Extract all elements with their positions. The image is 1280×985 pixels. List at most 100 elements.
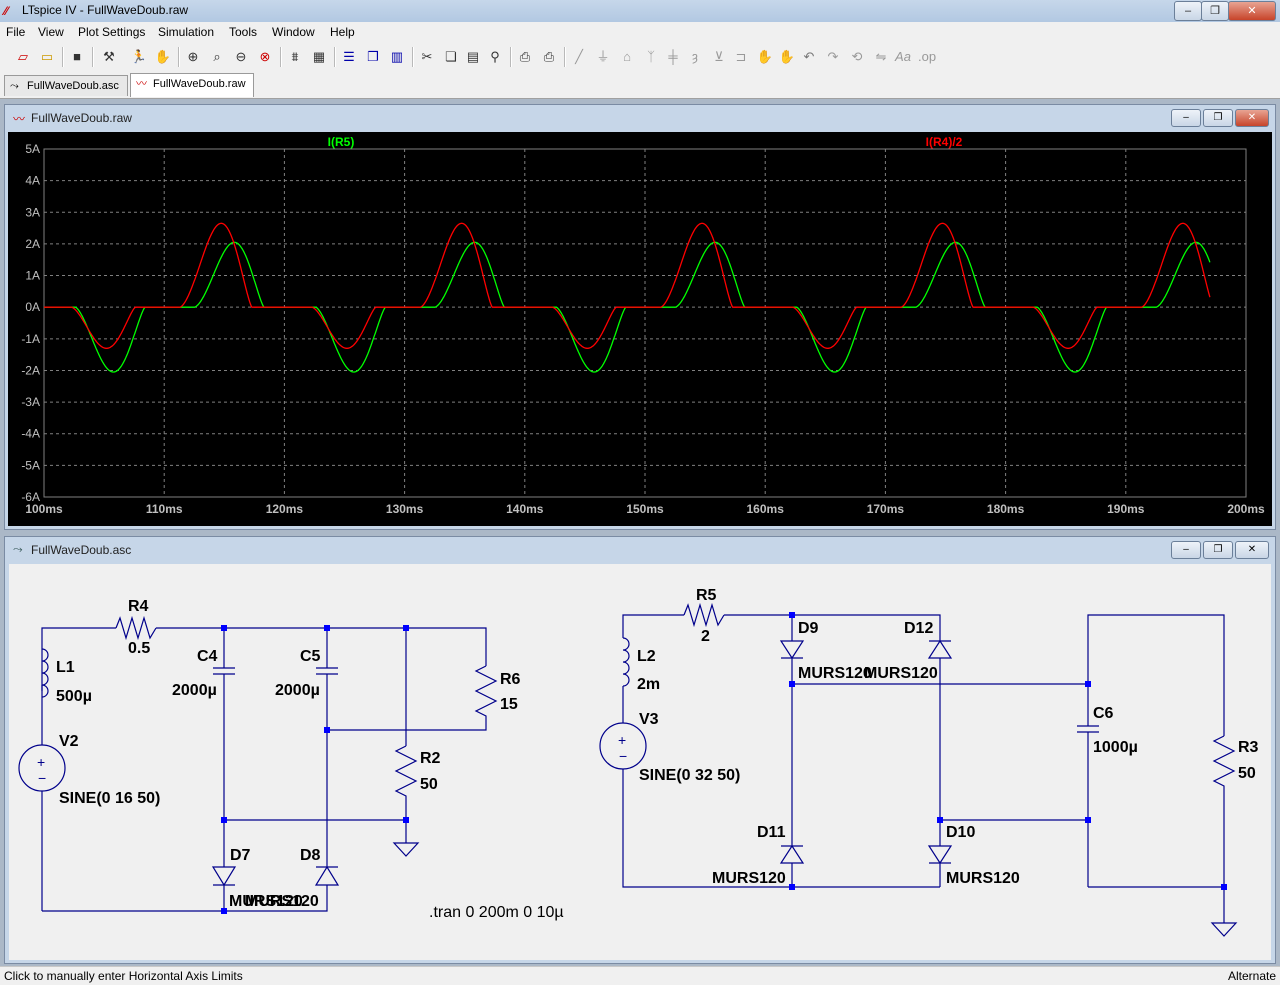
label-icon[interactable]: ⌂ (623, 49, 631, 64)
legend-i-r5[interactable]: I(R5) (328, 135, 355, 149)
wire (792, 614, 941, 641)
text-icon[interactable]: Aa (895, 49, 911, 64)
legend-i-r4-half[interactable]: I(R4)/2 (926, 135, 963, 149)
inductor-l1[interactable] (41, 648, 49, 698)
undo-icon[interactable]: ↶ (803, 49, 815, 64)
schematic-canvas[interactable]: + − + − R4 0.5 L1 500µ V2 SINE(0 16 50) … (9, 564, 1271, 960)
spice-directive-icon[interactable]: .op (918, 49, 937, 64)
tile-horizontal-icon[interactable]: ☰ (343, 49, 355, 64)
schematic-minimize-button[interactable]: ‒ (1171, 541, 1201, 559)
menu-simulation[interactable]: Simulation (158, 25, 215, 39)
plot-restore-button[interactable]: ❐ (1203, 109, 1233, 127)
paste-icon[interactable]: ▤ (466, 49, 480, 64)
ground-icon[interactable]: ⏚ (596, 49, 610, 64)
y-tick-label: 0A (25, 300, 40, 314)
ltspice-logo-icon: ⁄⁄ (4, 4, 9, 18)
value-r6: 15 (500, 696, 518, 713)
minimize-button[interactable]: ‒ (1174, 1, 1202, 21)
source-plus: + (37, 754, 45, 770)
menu-plot-settings[interactable]: Plot Settings (78, 25, 146, 39)
menu-window[interactable]: Window (272, 25, 315, 39)
print-icon[interactable]: ⎙ (543, 49, 555, 64)
inductor-l2[interactable] (622, 637, 630, 687)
close-button[interactable]: ✕ (1228, 1, 1276, 21)
menu-file[interactable]: File (6, 25, 26, 39)
component-icon[interactable]: ⊐ (735, 49, 747, 64)
rotate-icon[interactable]: ⟲ (851, 49, 863, 64)
autorange-icon[interactable]: ⩩ (291, 49, 299, 64)
value-v2: SINE(0 16 50) (59, 790, 160, 807)
schematic-restore-button[interactable]: ❐ (1203, 541, 1233, 559)
resistor-icon[interactable]: ᛉ (647, 49, 655, 64)
y-tick-label: 2A (25, 237, 40, 251)
diode-d8[interactable] (314, 865, 340, 886)
resistor-r3[interactable] (1212, 735, 1236, 887)
x-tick-label: 170ms (867, 502, 905, 516)
tab-waveform[interactable]: 〰 FullWaveDoub.raw (130, 73, 254, 97)
open-icon[interactable]: ▭ (40, 49, 54, 64)
zoom-out-icon[interactable]: ⊖ (235, 49, 247, 64)
tab-schematic[interactable]: ⤳ FullWaveDoub.asc (4, 75, 128, 96)
cut-icon[interactable]: ✂ (421, 49, 433, 64)
schematic-icon: ⤳ (13, 542, 23, 556)
inductor-icon[interactable]: ȝ (692, 49, 698, 64)
diode-d7[interactable] (211, 866, 237, 887)
x-tick-label: 120ms (266, 502, 304, 516)
label-r6: R6 (500, 671, 521, 688)
x-tick-label: 140ms (506, 502, 544, 516)
new-schematic-icon[interactable]: ▱ (18, 49, 28, 64)
redo-icon[interactable]: ↷ (827, 49, 839, 64)
x-tick-label: 180ms (987, 502, 1025, 516)
diode-d9[interactable] (779, 640, 805, 660)
restore-button[interactable]: ❐ (1201, 1, 1229, 21)
diode-d11[interactable] (779, 844, 805, 864)
spice-directive-tran[interactable]: .tran 0 200m 0 10µ (429, 904, 564, 921)
value-d12: MURS120 (864, 665, 938, 682)
menu-view[interactable]: View (38, 25, 64, 39)
value-r2: 50 (420, 776, 438, 793)
drag-icon[interactable]: ✋ (778, 49, 796, 64)
move-icon[interactable]: ✋ (756, 49, 774, 64)
capacitor-icon[interactable]: ╪ (668, 49, 678, 64)
zoom-area-icon[interactable]: ⌕ (213, 49, 221, 64)
save-icon[interactable]: ■ (73, 49, 81, 64)
plot-close-button[interactable]: ✕ (1235, 109, 1269, 127)
cascade-icon[interactable]: ❐ (367, 49, 379, 64)
grid-icon[interactable]: ▦ (312, 49, 326, 64)
value-r5: 2 (701, 628, 710, 645)
wire-icon[interactable]: ╱ (575, 49, 583, 64)
diode-icon[interactable]: ⊻ (714, 49, 724, 64)
value-c4: 2000µ (172, 682, 217, 699)
y-tick-label: -3A (21, 395, 40, 409)
copy-icon[interactable]: ❏ (445, 49, 457, 64)
diode-d10[interactable] (927, 845, 953, 865)
menu-help[interactable]: Help (330, 25, 355, 39)
resistor-r2[interactable] (394, 745, 418, 820)
resistor-r6[interactable] (327, 665, 498, 731)
y-tick-label: -2A (21, 363, 40, 377)
diode-d12[interactable] (927, 639, 953, 659)
wire (622, 614, 684, 638)
x-tick-label: 190ms (1107, 502, 1145, 516)
mirror-icon[interactable]: ⇋ (875, 49, 887, 64)
resistor-r4[interactable] (115, 615, 157, 641)
value-l2: 2m (637, 676, 660, 693)
find-icon[interactable]: ⚲ (490, 49, 500, 64)
control-panel-icon[interactable]: ⚒ (103, 49, 115, 64)
label-c6: C6 (1093, 705, 1114, 722)
pan-icon[interactable]: ✋ (154, 49, 172, 64)
ground-symbol (1210, 922, 1238, 937)
label-d12: D12 (904, 620, 933, 637)
plot-minimize-button[interactable]: ‒ (1171, 109, 1201, 127)
zoom-fit-icon[interactable]: ⊗ (259, 49, 271, 64)
menu-tools[interactable]: Tools (229, 25, 258, 39)
tile-vertical-icon[interactable]: ▥ (390, 49, 404, 64)
run-icon[interactable]: 🏃 (130, 49, 148, 64)
schematic-close-button[interactable]: ✕ (1235, 541, 1269, 559)
value-c5: 2000µ (275, 682, 320, 699)
wire (156, 627, 487, 666)
print-preview-icon[interactable]: ⎙ (519, 49, 531, 64)
resistor-r5[interactable] (683, 602, 725, 628)
zoom-in-icon[interactable]: ⊕ (187, 49, 199, 64)
